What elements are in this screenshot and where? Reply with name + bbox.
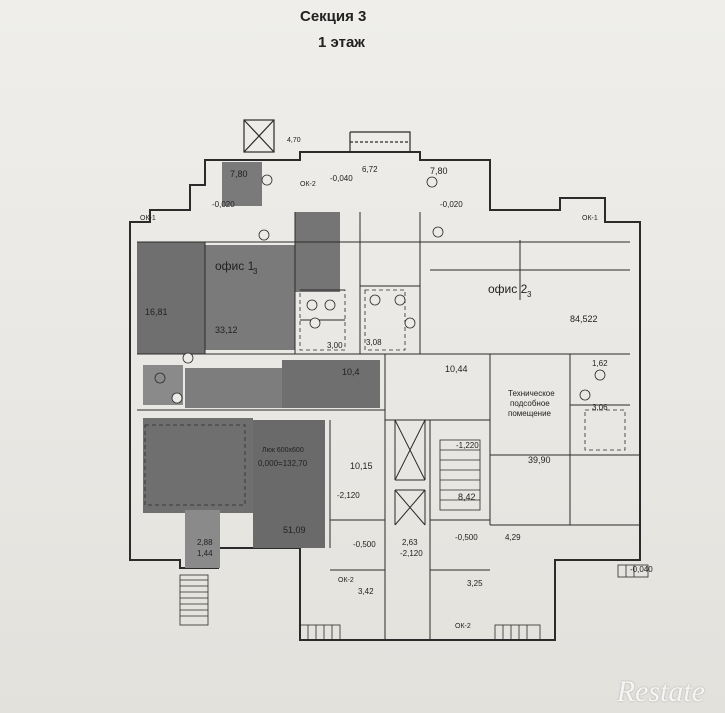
- section-title: Секция 3: [300, 8, 367, 25]
- area-39-90: 39,90: [528, 455, 551, 465]
- area-7-80-right: 7,80: [430, 166, 448, 176]
- area-4-29: 4,29: [505, 533, 521, 542]
- area-6-72: 6,72: [362, 165, 378, 174]
- window-mark-left: ОК-1: [140, 215, 156, 222]
- tech-room-line1: Техническое: [508, 389, 555, 398]
- level-marks: -0,020 -0,040 -0,020 0,000=132,70 -1,220…: [212, 174, 653, 574]
- level-right-top: -0,020: [440, 200, 463, 209]
- interior-walls: [137, 212, 640, 640]
- level-center-top: -0,040: [330, 174, 353, 183]
- level-2-120-left: -2,120: [337, 491, 360, 500]
- office-1-sub: 3: [253, 267, 258, 276]
- level-left-top: -0,020: [212, 200, 235, 209]
- level-0-500-left: -0,500: [353, 540, 376, 549]
- room-51-09: [253, 420, 325, 548]
- level-zero: 0,000=132,70: [258, 459, 308, 468]
- area-2-88: 2,88: [197, 538, 213, 547]
- area-8-42: 8,42: [458, 492, 476, 502]
- room-markers: [171, 174, 444, 404]
- room-labels: офис 1 3 офис 2 3 Техническое подсобное …: [145, 137, 608, 596]
- level-1-220: -1,220: [456, 441, 479, 450]
- area-3-42: 3,42: [358, 587, 374, 596]
- floor-title: 1 этаж: [318, 34, 365, 51]
- level-0-500-right: -0,500: [455, 533, 478, 542]
- area-7-80-left: 7,80: [230, 169, 248, 179]
- room-2-88: [185, 510, 220, 568]
- dashed-zones: [144, 289, 626, 506]
- room-middle-left: [185, 368, 283, 408]
- area-84-522: 84,522: [570, 314, 598, 324]
- area-3-08: 3,08: [366, 338, 382, 347]
- tech-room-line2: подсобное: [510, 399, 550, 408]
- office-1-room: [205, 245, 295, 350]
- area-3-06: 3,06: [592, 403, 608, 412]
- window-mark-bottom: ОК-2: [455, 623, 471, 630]
- tech-room-line3: помещение: [508, 409, 552, 418]
- level-2-120-right: -2,120: [400, 549, 423, 558]
- room-16-81: [137, 242, 205, 354]
- area-3-25: 3,25: [467, 579, 483, 588]
- area-10-15: 10,15: [350, 461, 373, 471]
- level-bottom-right: -0,040: [630, 565, 653, 574]
- window-mark-right: ОК-1: [582, 215, 598, 222]
- area-1-62: 1,62: [592, 359, 608, 368]
- window-marks: ОК-1 ОК-2 ОК-1 ОК-2 ОК-2 Люк 600x600: [140, 181, 598, 630]
- area-51-09: 51,09: [283, 525, 306, 535]
- hatch-label: Люк 600x600: [262, 447, 304, 454]
- office-2-label: офис 2: [488, 282, 528, 296]
- office-1-label: офис 1: [215, 259, 255, 273]
- area-10-4: 10,4: [342, 367, 360, 377]
- area-2-63: 2,63: [402, 538, 418, 547]
- corridor-office-1: [295, 212, 340, 292]
- office-2-sub: 3: [527, 290, 532, 299]
- stairs: [179, 439, 649, 641]
- area-4-70: 4,70: [287, 137, 301, 144]
- window-mark-top: ОК-2: [300, 181, 316, 188]
- room-large-left: [143, 418, 253, 513]
- area-16-81: 16,81: [145, 307, 168, 317]
- room-7-80-left: [222, 162, 262, 206]
- area-1-44: 1,44: [197, 549, 213, 558]
- area-33-12: 33,12: [215, 325, 238, 335]
- window-mark-bottom-left: ОК-2: [338, 577, 354, 584]
- area-10-44: 10,44: [445, 364, 468, 374]
- office-1-area: [137, 162, 380, 568]
- room-10-4: [282, 360, 380, 408]
- watermark-logo: Restate: [616, 675, 705, 708]
- area-3-00: 3,00: [327, 341, 343, 350]
